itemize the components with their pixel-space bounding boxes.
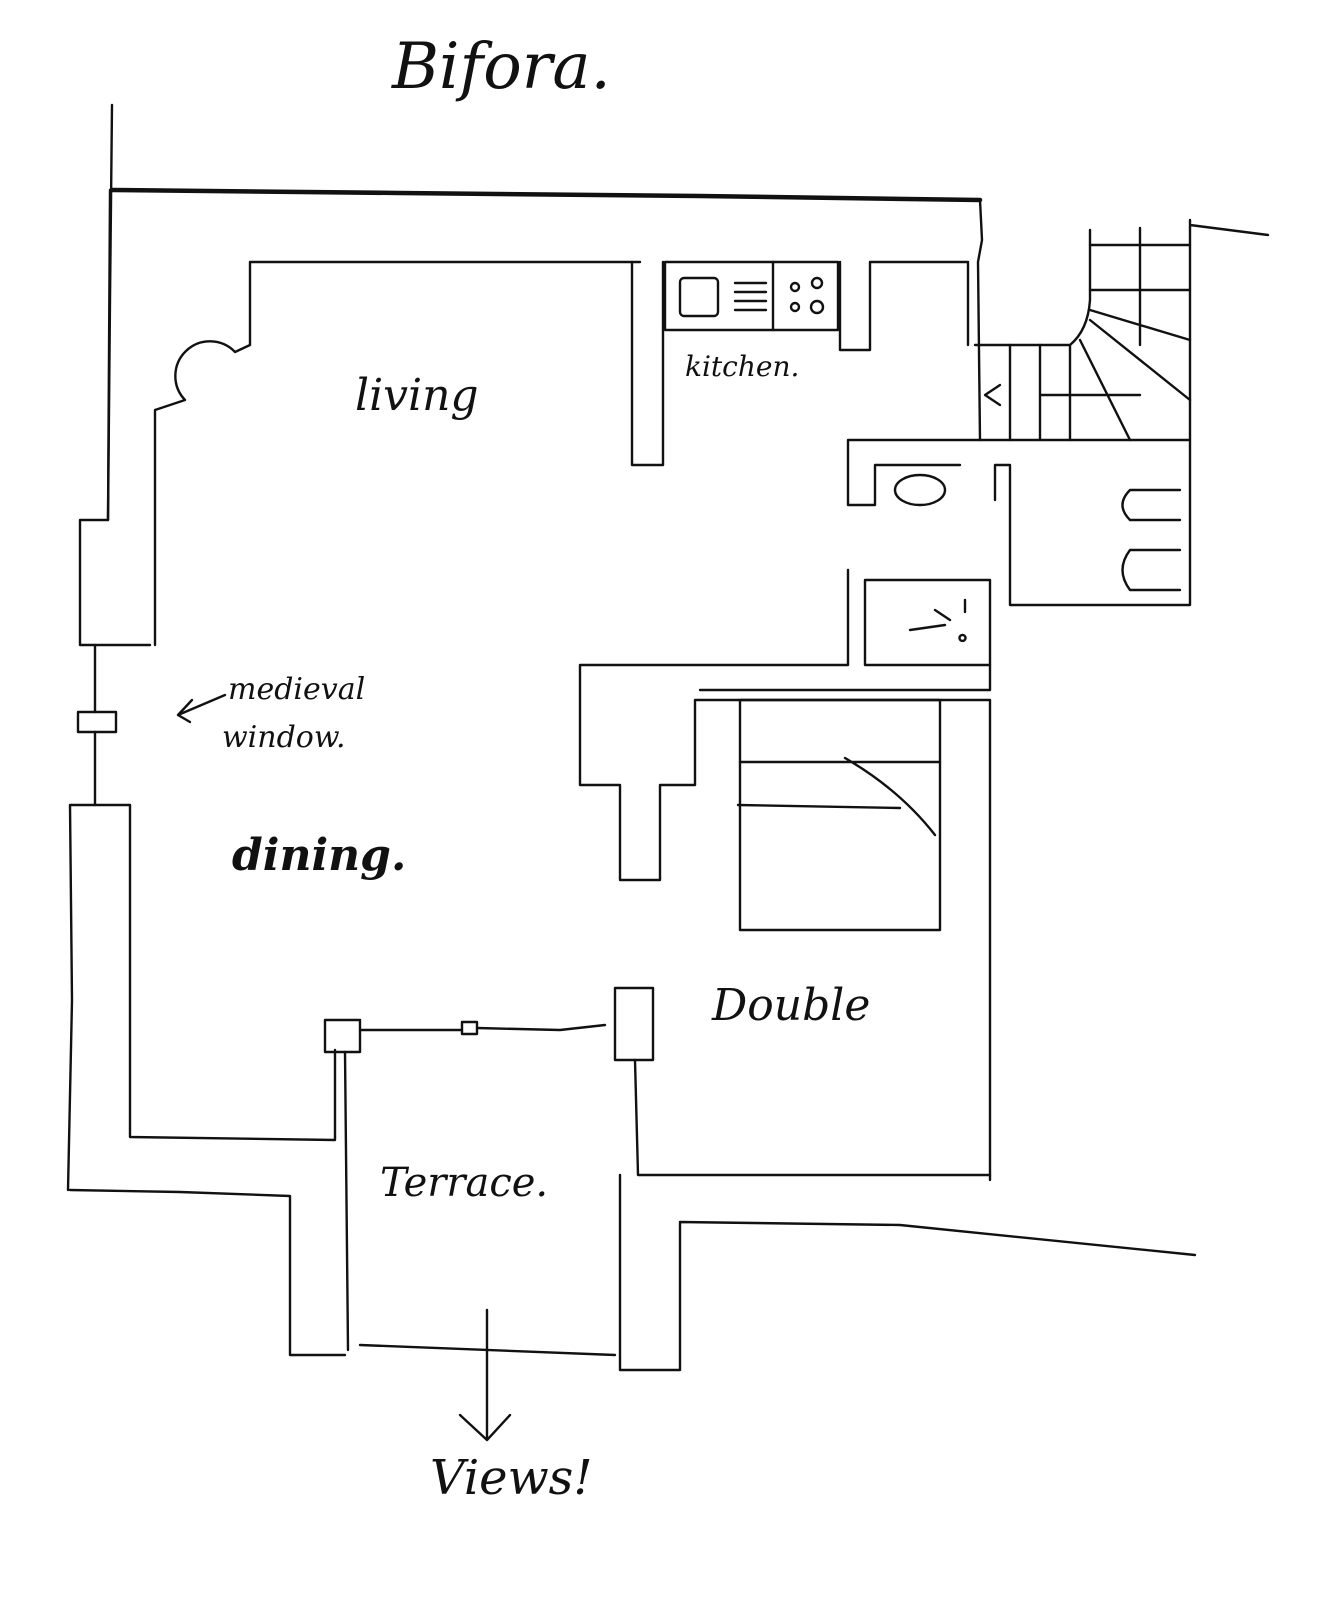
- kitchen-counter: [663, 260, 840, 332]
- west-outer-wall-upper: [106, 188, 112, 522]
- living-wall: [153, 260, 642, 647]
- views-annotation: Views!: [430, 1450, 593, 1506]
- room-label-living: living: [355, 370, 479, 421]
- corridor-wall: [578, 568, 992, 1182]
- shower-mark: [908, 598, 967, 643]
- west-outer-wall: [78, 103, 152, 647]
- terrace-post: [460, 1020, 479, 1036]
- shower: [863, 578, 992, 667]
- window-annotation-line1: medieval: [228, 672, 366, 707]
- bed-cover: [736, 756, 942, 837]
- terrace-pillar-left: [323, 1018, 362, 1054]
- views-arrow: [458, 1308, 512, 1442]
- basin-icon: [1121, 488, 1182, 592]
- room-label-dining: dining.: [232, 830, 407, 881]
- stair-arrow: [983, 383, 1002, 407]
- toilet-icon: [893, 473, 947, 507]
- room-label-terrace: Terrace.: [380, 1160, 549, 1206]
- hob-icon: [789, 276, 825, 315]
- room-label-double: Double: [712, 980, 871, 1031]
- stair-outline: [973, 218, 1270, 442]
- terrace-opening: [358, 1023, 607, 1032]
- bathroom-wall: [846, 438, 1192, 607]
- double-bed: [738, 698, 942, 932]
- stair-treads: [1008, 226, 1192, 442]
- north-east-wall: [976, 198, 984, 442]
- medieval-window: [76, 710, 118, 734]
- dining-west-wall: [66, 803, 337, 1192]
- sink-icon: [733, 281, 768, 312]
- window-arrow: [176, 693, 227, 724]
- kitchen-east-wall: [838, 260, 970, 352]
- room-label-kitchen: kitchen.: [685, 350, 800, 383]
- oven-icon: [678, 276, 720, 318]
- window-annotation-line2: window.: [222, 720, 346, 755]
- terrace-walls: [343, 1050, 1197, 1372]
- terrace-pillar-right: [613, 986, 655, 1062]
- south-west-wall: [68, 1188, 347, 1357]
- north-wall: [109, 187, 983, 203]
- kitchen-wall: [630, 260, 665, 467]
- plan-title: Bifora.: [392, 30, 611, 104]
